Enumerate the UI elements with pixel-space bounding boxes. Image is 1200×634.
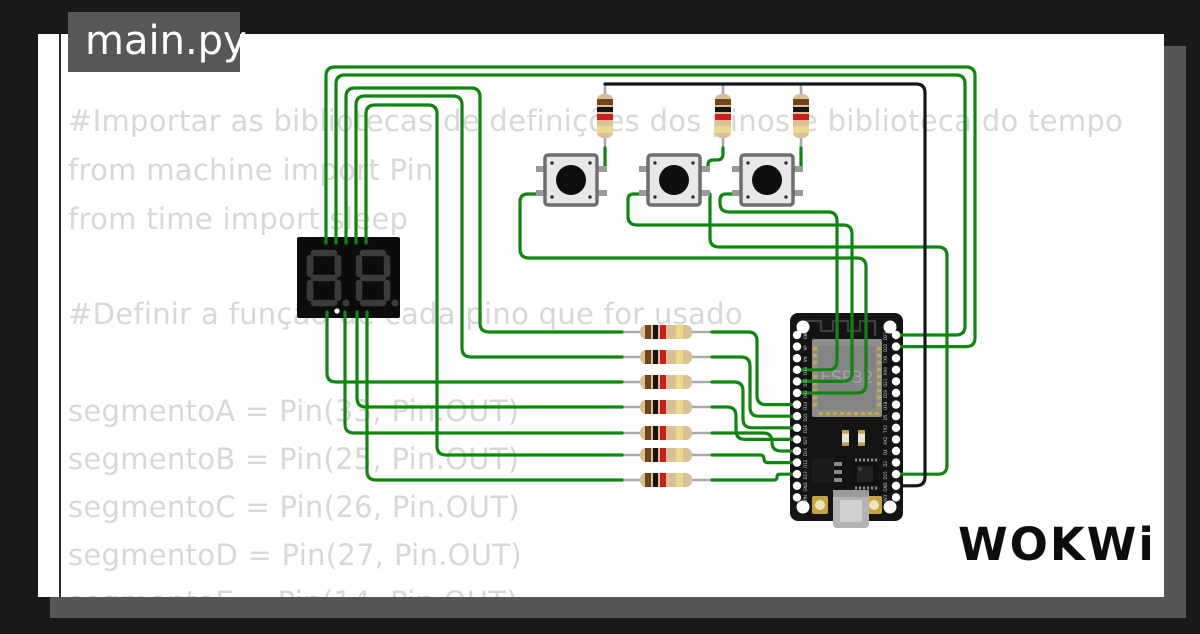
seven-segment-display[interactable] — [297, 237, 400, 318]
pin-label: 3V3 — [883, 494, 888, 502]
wire-green[interactable] — [324, 65, 977, 349]
wire-green[interactable] — [364, 103, 624, 457]
antenna-trace — [804, 319, 877, 336]
pin-label: TX0 — [883, 355, 888, 364]
pin-label: D33 — [803, 401, 808, 410]
wire-black[interactable] — [603, 82, 927, 488]
resistor[interactable] — [618, 350, 714, 364]
wire-green[interactable] — [334, 73, 967, 337]
resistor[interactable] — [618, 448, 714, 462]
resistor[interactable] — [618, 375, 714, 389]
pushbutton-1[interactable] — [536, 153, 607, 207]
pin-label: D13 — [803, 471, 808, 480]
pin-label: RX0 — [883, 367, 888, 376]
pin-label: D32 — [803, 390, 808, 399]
wire-green[interactable] — [710, 472, 795, 482]
wire-green[interactable] — [626, 192, 854, 383]
pin-label: D25 — [803, 413, 808, 422]
pin-label: D23 — [883, 332, 888, 341]
pin-label: D2 — [883, 461, 888, 467]
pin-label: D14 — [803, 448, 808, 457]
wire-green[interactable] — [344, 86, 624, 334]
resistor[interactable] — [618, 325, 714, 339]
pin-label: D26 — [803, 424, 808, 433]
wire-green[interactable] — [706, 146, 725, 172]
pin-label: D27 — [803, 436, 808, 445]
file-tab[interactable]: main.py — [68, 12, 247, 72]
file-tab-label: main.py — [85, 18, 247, 64]
pin-label: D12 — [803, 459, 808, 468]
pin-label: VIN — [803, 495, 808, 502]
code-line: segmentoA = Pin(33, Pin.OUT) — [68, 394, 520, 428]
wire-green[interactable] — [710, 431, 795, 453]
code-line: segmentoD = Pin(27, Pin.OUT) — [68, 538, 522, 572]
pin-label: D35 — [803, 378, 808, 387]
pin-label: D18 — [883, 401, 888, 410]
voltage-regulator — [812, 458, 834, 482]
card-left-rule — [59, 34, 61, 597]
pin-label: RX2 — [883, 436, 888, 445]
pushbutton-2[interactable] — [639, 153, 710, 207]
wire-green[interactable] — [710, 330, 795, 407]
code-line: from machine import Pin — [68, 153, 434, 187]
wire-green[interactable] — [710, 453, 795, 465]
pushbutton-3[interactable] — [732, 153, 803, 207]
resistor[interactable] — [793, 84, 809, 150]
pin-label: D5 — [883, 414, 888, 420]
wire-green[interactable] — [518, 192, 868, 395]
wire-green[interactable] — [708, 192, 949, 476]
code-line: segmentoE = Pin(14, Pin.OUT) — [68, 585, 518, 597]
pin-label: D19 — [883, 390, 888, 399]
resistor[interactable] — [618, 400, 714, 414]
wire-green[interactable] — [354, 94, 624, 359]
wokwi-logo: WOKWi — [958, 518, 1156, 571]
card-shadow-bottom — [50, 597, 1186, 618]
wire-green[interactable] — [355, 310, 624, 409]
resistor[interactable] — [715, 84, 731, 150]
wire-green[interactable] — [343, 310, 624, 435]
pin-label: TX2 — [883, 425, 888, 434]
pin-label: GND — [883, 482, 888, 491]
pin-label: D22 — [883, 343, 888, 352]
pin-label: D15 — [883, 471, 888, 480]
pin-label: VN — [803, 357, 808, 363]
display-pin1-marker — [334, 308, 340, 314]
card-shadow-right — [1164, 46, 1186, 618]
pin-label: EN — [803, 333, 808, 339]
wire-green[interactable] — [710, 355, 795, 418]
pin-label: VP — [803, 345, 808, 351]
pin-label: GND — [803, 482, 808, 491]
wire-green[interactable] — [710, 380, 795, 430]
resistor[interactable] — [618, 426, 714, 440]
pin-label: D4 — [883, 449, 888, 455]
wire-green[interactable] — [718, 192, 839, 372]
code-line: segmentoB = Pin(25, Pin.OUT) — [68, 442, 520, 476]
pin-label: D34 — [803, 366, 808, 375]
code-line: from time import sleep — [68, 202, 409, 236]
wire-green[interactable] — [365, 310, 624, 482]
wire-green[interactable] — [325, 310, 624, 384]
resistor[interactable] — [618, 473, 714, 487]
code-line: segmentoC = Pin(26, Pin.OUT) — [68, 490, 520, 524]
wire-green[interactable] — [710, 405, 795, 441]
pin-label: D21 — [883, 378, 888, 387]
resistor[interactable] — [597, 84, 613, 150]
